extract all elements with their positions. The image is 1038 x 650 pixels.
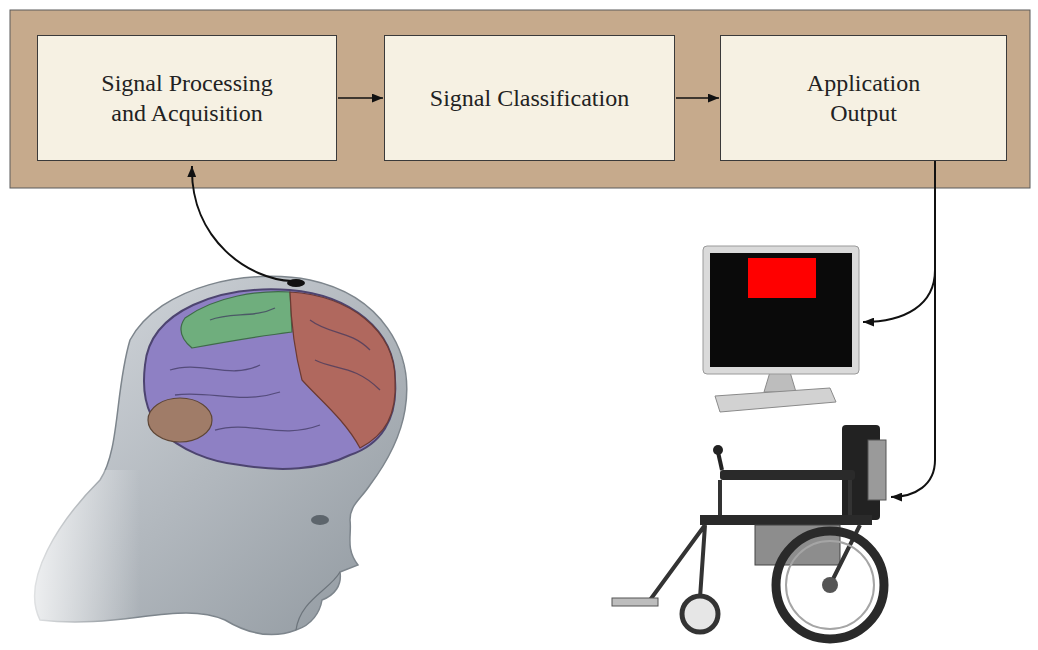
- flow-arrow: [676, 97, 719, 99]
- monitor-bezel: [703, 246, 859, 374]
- chair-armrest: [720, 470, 855, 480]
- brain-folds: [170, 308, 380, 431]
- chair-footplate: [612, 598, 658, 606]
- flow-arrow: [338, 97, 383, 99]
- monitor-illustration: [703, 246, 859, 412]
- wire-to-wheelchair: [891, 270, 935, 497]
- chair-frame: [650, 480, 860, 600]
- brain-green-lobe: [181, 292, 292, 348]
- brain-temporal: [144, 289, 395, 468]
- screen-target: [748, 258, 816, 298]
- monitor-neck: [764, 372, 796, 392]
- monitor-base: [715, 388, 836, 412]
- face-contour: [296, 572, 340, 630]
- joystick-knob: [713, 445, 723, 455]
- wheelchair-illustration: [612, 425, 886, 639]
- process-box: Application Output: [720, 35, 1007, 161]
- eye: [311, 515, 329, 525]
- box-label: Signal Processing and Acquisition: [83, 68, 291, 128]
- rear-wheel: [776, 531, 884, 639]
- chair-controller: [868, 440, 886, 500]
- process-box: Signal Classification: [384, 35, 675, 161]
- chair-seat: [700, 515, 872, 525]
- neck-fade: [0, 470, 140, 650]
- head-illustration: [0, 166, 407, 650]
- monitor-screen: [710, 253, 852, 367]
- front-caster: [682, 596, 718, 632]
- brain-red-lobe: [290, 292, 395, 448]
- wire-to-monitor: [863, 161, 935, 322]
- wheel-hub: [822, 577, 838, 593]
- wheel-rim: [786, 541, 874, 629]
- box-label: Application Output: [776, 68, 951, 128]
- box-label: Signal Classification: [430, 83, 629, 113]
- process-box: Signal Processing and Acquisition: [37, 35, 337, 161]
- system-band: [10, 10, 1030, 188]
- cerebellum: [148, 398, 212, 442]
- signal-lead: [192, 166, 292, 281]
